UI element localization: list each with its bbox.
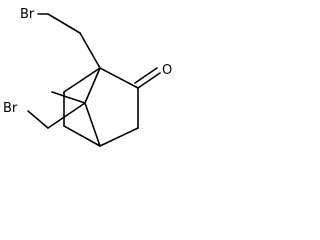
bond-c2-o-1 — [137, 72, 161, 89]
atom-labels: Br Br O — [3, 7, 172, 116]
bond-c1-c7 — [84, 67, 101, 104]
bond-c6-c1 — [63, 67, 101, 93]
atom-label-br-top: Br — [20, 7, 35, 22]
bond-c1-c2 — [99, 67, 139, 89]
bond-c4-c5 — [63, 125, 101, 147]
bond-c7-methyl — [51, 91, 86, 104]
bond-c3-c4 — [99, 127, 139, 147]
bond-c2-o-2 — [134, 67, 158, 84]
molecule-structure: Br Br O — [3, 7, 172, 147]
bond-br-top-ch2-b — [47, 13, 81, 34]
bond-ch2-c1 — [79, 32, 101, 69]
atom-label-oxygen: O — [162, 63, 172, 78]
atom-label-br-left: Br — [3, 101, 18, 116]
bond-c7-ch2-lower — [47, 102, 86, 129]
bond-ch2-br-left — [27, 110, 49, 129]
bonds — [27, 13, 161, 147]
bond-c7-c4 — [84, 102, 101, 147]
structure-canvas: Br Br O — [0, 0, 178, 154]
